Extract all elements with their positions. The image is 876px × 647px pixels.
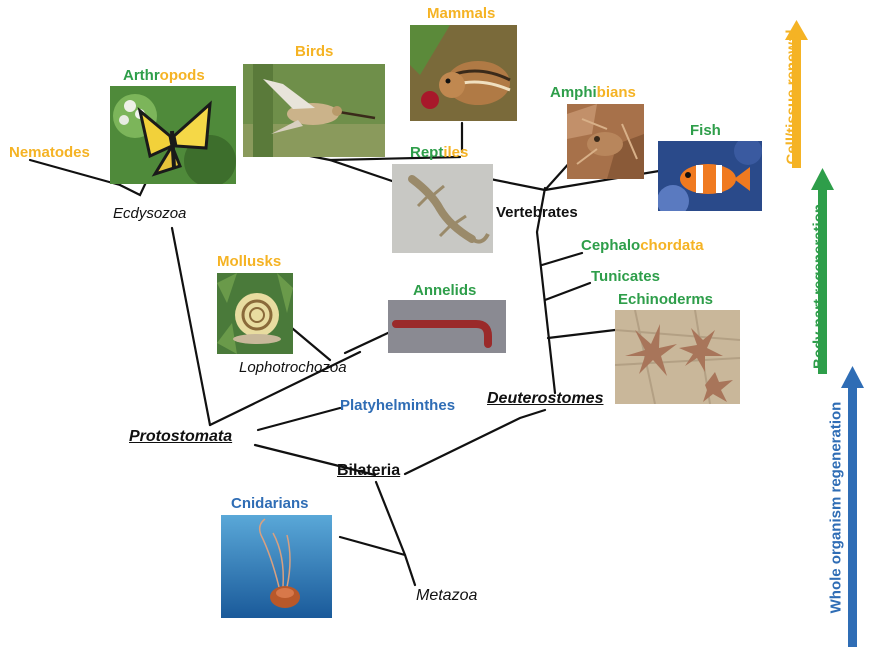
clade-vertebrates: Vertebrates (496, 205, 578, 220)
label-reptiles: Reptiles (410, 145, 468, 160)
label-cnidarians: Cnidarians (231, 496, 309, 511)
clade-bilateria: Bilateria (337, 463, 400, 479)
arrow-body-part-head (811, 168, 834, 190)
label-platyhelminthes-text: Platyhelminthes (340, 397, 455, 414)
clade-deuterostomes: Deuterostomes (487, 391, 603, 407)
label-mammals: Mammals (427, 6, 495, 21)
label-mammals-text: Mammals (427, 5, 495, 22)
label-birds: Birds (295, 44, 333, 59)
clade-lophotrochozoa: Lophotrochozoa (239, 360, 347, 375)
label-nematodes: Nematodes (9, 145, 90, 160)
label-cnidarians-text: Cnidarians (231, 495, 309, 512)
label-cephalochordata: Cephalochordata (581, 238, 704, 253)
jellyfish-photo (221, 515, 332, 618)
bird-photo (243, 64, 385, 157)
label-cephalochordata-part1: Cephalo (581, 237, 640, 254)
frog-photo (567, 104, 644, 179)
label-nematodes-text: Nematodes (9, 144, 90, 161)
label-arthropods: Arthropods (123, 68, 205, 83)
legend-body-part: Body part regeneration (811, 199, 828, 375)
label-amphibians: Amphibians (550, 85, 636, 100)
label-mollusks: Mollusks (217, 254, 281, 269)
clade-ecdysozoa: Ecdysozoa (113, 206, 186, 221)
starfish-photo (615, 310, 740, 404)
legend-whole-organism: Whole organism regeneration (828, 398, 845, 618)
label-mollusks-text: Mollusks (217, 253, 281, 270)
worm-photo (388, 300, 506, 353)
arrow-whole-organism-head (841, 366, 864, 388)
legend-cell-renewal: Cell/tissue renewal (784, 35, 801, 165)
clade-metazoa: Metazoa (416, 588, 477, 604)
label-arthropods-part1: Arthr (123, 67, 160, 84)
label-amphibians-part2: bians (597, 84, 636, 101)
label-echinoderms-text: Echinoderms (618, 291, 713, 308)
label-fish: Fish (690, 123, 721, 138)
label-amphibians-part1: Amphi (550, 84, 597, 101)
label-annelids: Annelids (413, 283, 476, 298)
label-echinoderms: Echinoderms (618, 292, 713, 307)
label-reptiles-part1: Rept (410, 144, 443, 161)
label-cephalochordata-part2: chordata (640, 237, 703, 254)
gecko-photo (392, 164, 493, 253)
label-reptiles-part2: iles (443, 144, 468, 161)
label-platyhelminthes: Platyhelminthes (340, 398, 455, 413)
label-tunicates-text: Tunicates (591, 268, 660, 285)
label-fish-text: Fish (690, 122, 721, 139)
chipmunk-photo (410, 25, 517, 121)
label-annelids-text: Annelids (413, 282, 476, 299)
clownfish-photo (658, 141, 762, 211)
clade-protostomata: Protostomata (129, 429, 232, 445)
label-birds-text: Birds (295, 43, 333, 60)
butterfly-photo (110, 86, 236, 184)
label-arthropods-part2: opods (160, 67, 205, 84)
snail-photo (217, 273, 293, 354)
arrow-whole-organism-shaft (848, 388, 857, 647)
label-tunicates: Tunicates (591, 269, 660, 284)
